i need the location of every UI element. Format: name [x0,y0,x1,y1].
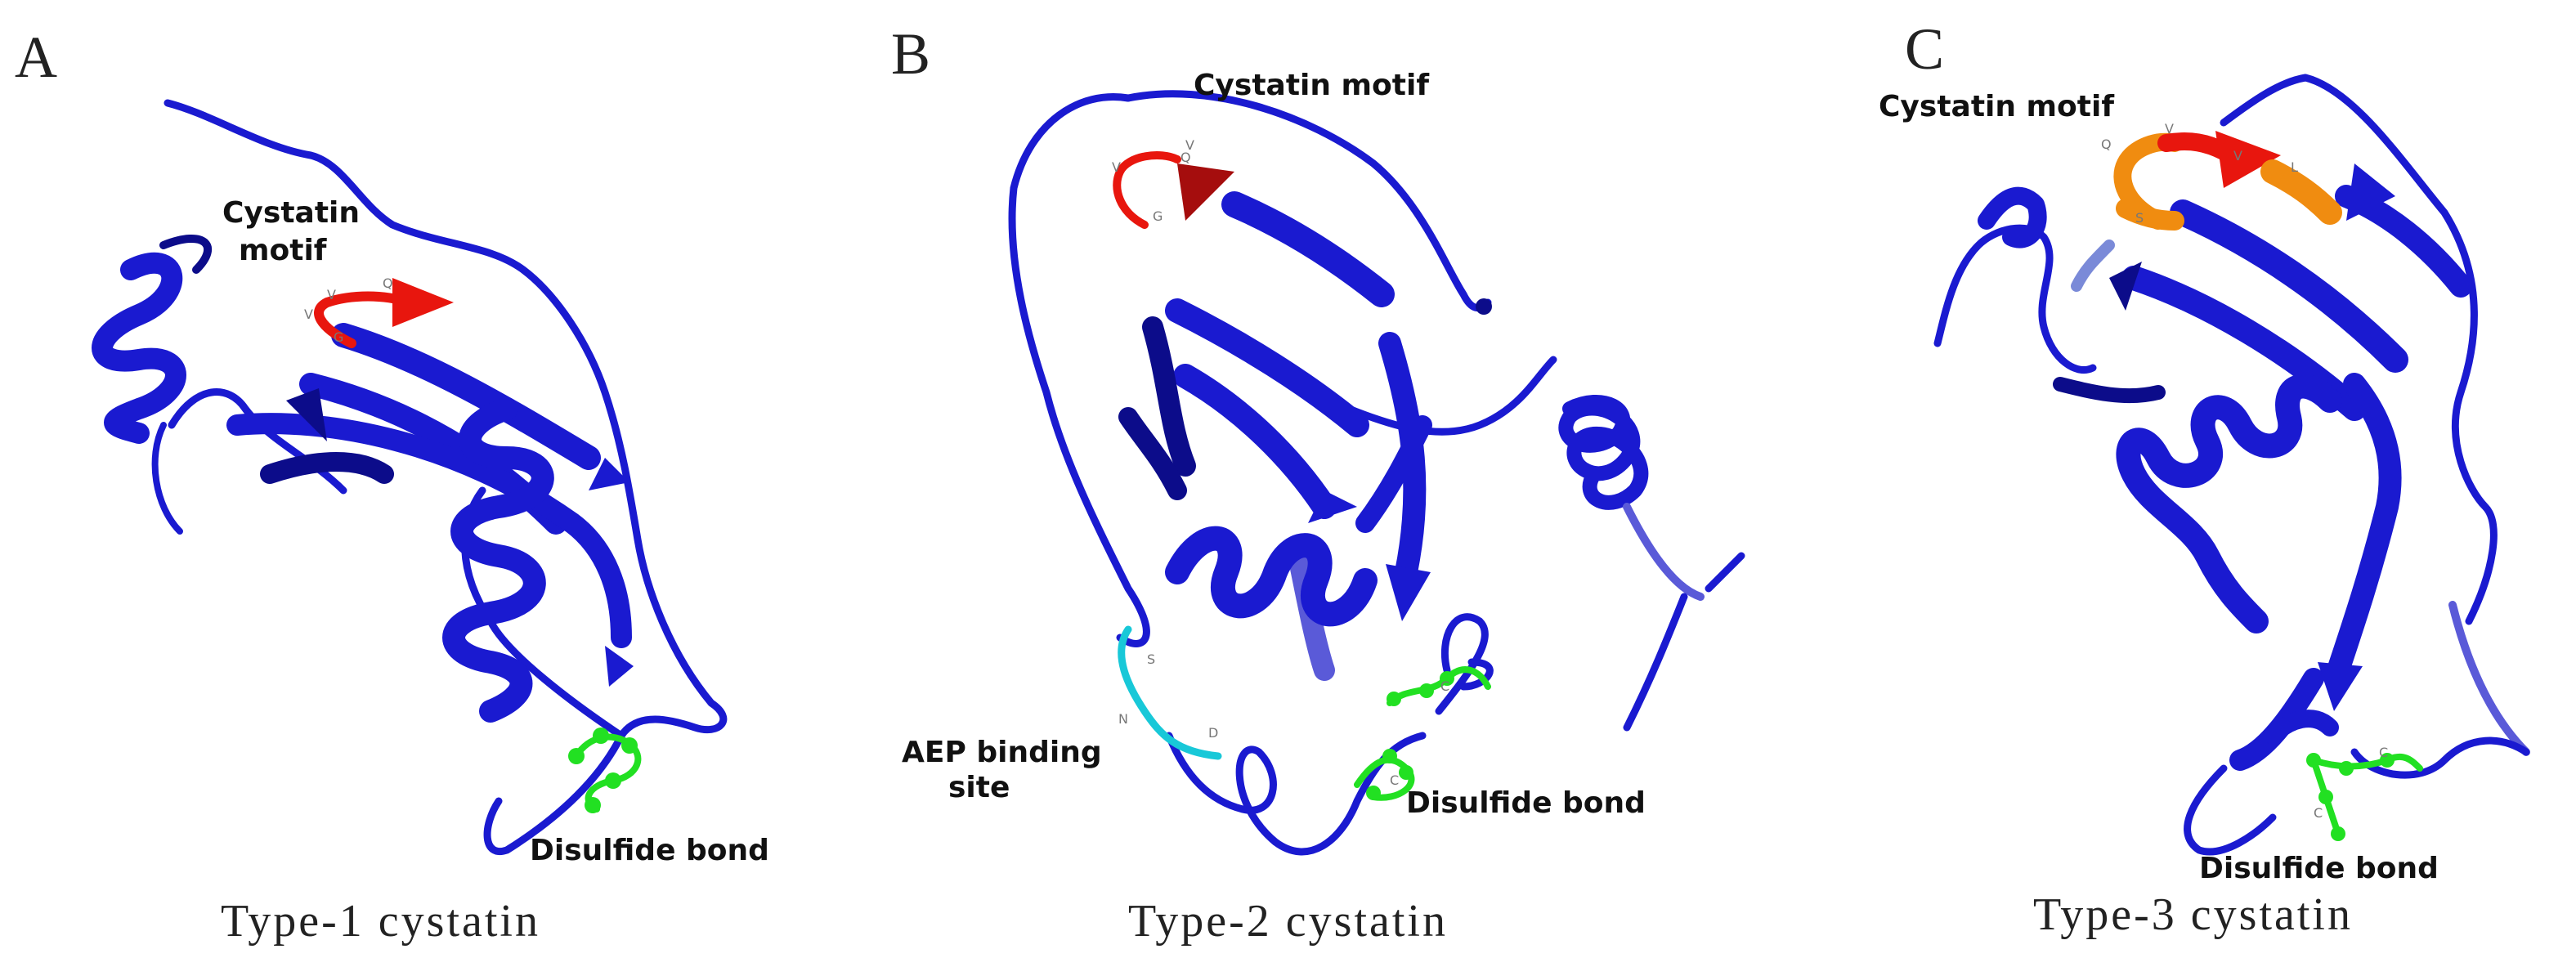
panel-a-motif-label-line1: Cystatin [222,196,360,230]
panel-a-helix-n [92,235,213,444]
panel-b-motif-label: Cystatin motif [1194,69,1429,102]
panel-c-residue-letter: V [2233,148,2242,163]
panel-b-letter: B [891,21,930,87]
panel-c-residue-letter: C [2379,745,2388,760]
panel-b-protein-ribbon: V V Q G S N D C C [1008,90,1745,856]
panel-b-residue-letter: V [1185,137,1194,153]
panel-a-disulfide [568,728,642,813]
panel-b-residue-letter: N [1118,711,1128,727]
panel-b-aep-segment [1118,625,1222,760]
panel-c-protein-ribbon: Q V V L S C C [1933,74,2530,856]
panel-b-residue-letter: C [1390,772,1399,788]
panel-c-residue-letter: L [2291,159,2298,175]
panel-a-helix-central [442,397,554,723]
panel-b-residue-letter: Q [1180,150,1191,165]
panel-c-residue-letter: V [2165,121,2174,137]
panel-a: A [15,25,769,947]
panel-c-caption: Type-3 cystatin [2033,889,2353,940]
panel-b-aep-label-line2: site [948,771,1010,804]
panel-a-caption: Type-1 cystatin [221,896,540,947]
panel-a-residue-letter: Q [383,275,393,291]
panel-a-disulfide-label: Disulfide bond [530,834,769,867]
panel-a-residue-letter: V [304,307,313,322]
panel-c-disulfide-label: Disulfide bond [2199,852,2439,885]
panel-c-motif-label: Cystatin motif [1879,90,2114,123]
panel-c-disulfide [2306,753,2423,841]
panel-c-residue-letter: C [2314,805,2323,821]
panel-b-disulfide-label: Disulfide bond [1406,786,1646,820]
panel-a-residue-letter: G [334,329,343,345]
panel-b-residue-letter: C [1440,678,1449,694]
panel-b: B [891,21,1745,947]
panel-b-helix-c [1558,395,1745,732]
panel-b-residue-letter: G [1153,208,1163,224]
panel-a-letter: A [15,25,57,90]
panel-a-motif-label-line2: motif [239,234,327,267]
panel-b-residue-letter: S [1147,651,1155,667]
panel-a-protein-ribbon: Q V V G [92,99,728,856]
panel-c-helix [2116,374,2342,634]
panel-b-cystatin-motif [1113,151,1234,229]
panel-c-residue-letter: S [2135,210,2144,226]
panel-b-helix-main [1165,415,1432,627]
panel-b-disulfide [1354,666,1491,801]
panel-a-cystatin-motif [314,278,454,348]
panel-b-caption: Type-2 cystatin [1128,896,1448,947]
panel-c-letter: C [1905,16,1944,82]
panel-c: C [1879,16,2530,940]
panel-c-cystatin-motif [2113,131,2342,231]
panel-b-aep-label-line1: AEP binding [902,736,1102,769]
panel-a-residue-letter: V [327,287,336,302]
panel-b-residue-letter: V [1112,159,1121,175]
panel-b-residue-letter: D [1208,725,1218,741]
panel-c-residue-letter: Q [2101,137,2112,152]
